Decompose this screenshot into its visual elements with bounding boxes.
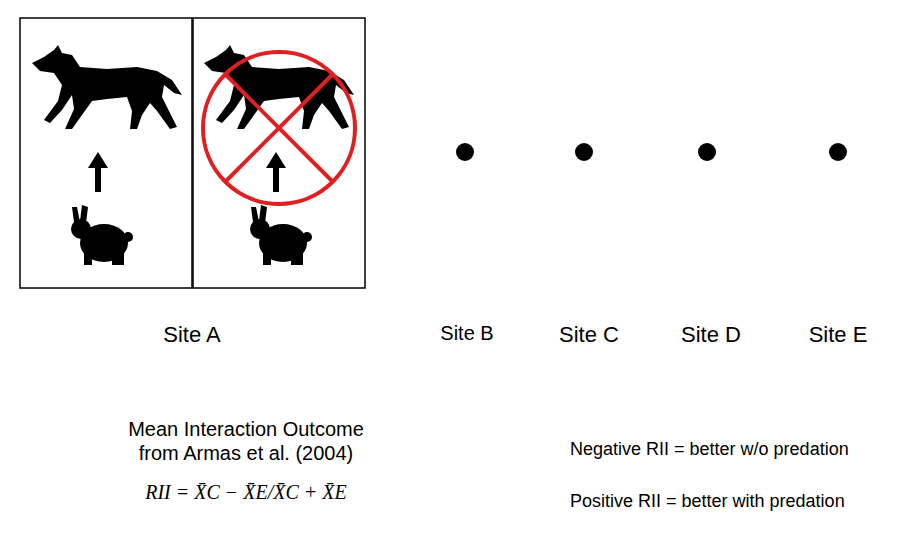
wolf-icon [32,45,182,129]
site-label: Site E [809,322,868,348]
site-label: Site C [559,322,619,348]
note: Positive RII = better with predation [570,491,845,513]
site-dot [456,143,474,161]
site-label: Site A [163,322,220,348]
rabbit-icon [250,205,312,265]
no-symbol [203,52,355,204]
site-dot [698,143,716,161]
note: Negative RII = better w/o predation [570,439,849,461]
site-dot [829,143,847,161]
site-dot [575,143,593,161]
panel-box [193,18,365,288]
wolf-icon [204,45,354,129]
formula-heading: Mean Interaction Outcome from Armas et a… [121,417,371,465]
formula: RII = X̄C − X̄E/X̄C + X̄E [145,480,347,504]
panel-box [20,18,192,288]
arrow-icon [266,152,286,192]
site-label: Site D [681,322,741,348]
rabbit-icon [71,205,133,265]
arrow-icon [88,152,108,192]
site-label: Site B [440,321,493,345]
